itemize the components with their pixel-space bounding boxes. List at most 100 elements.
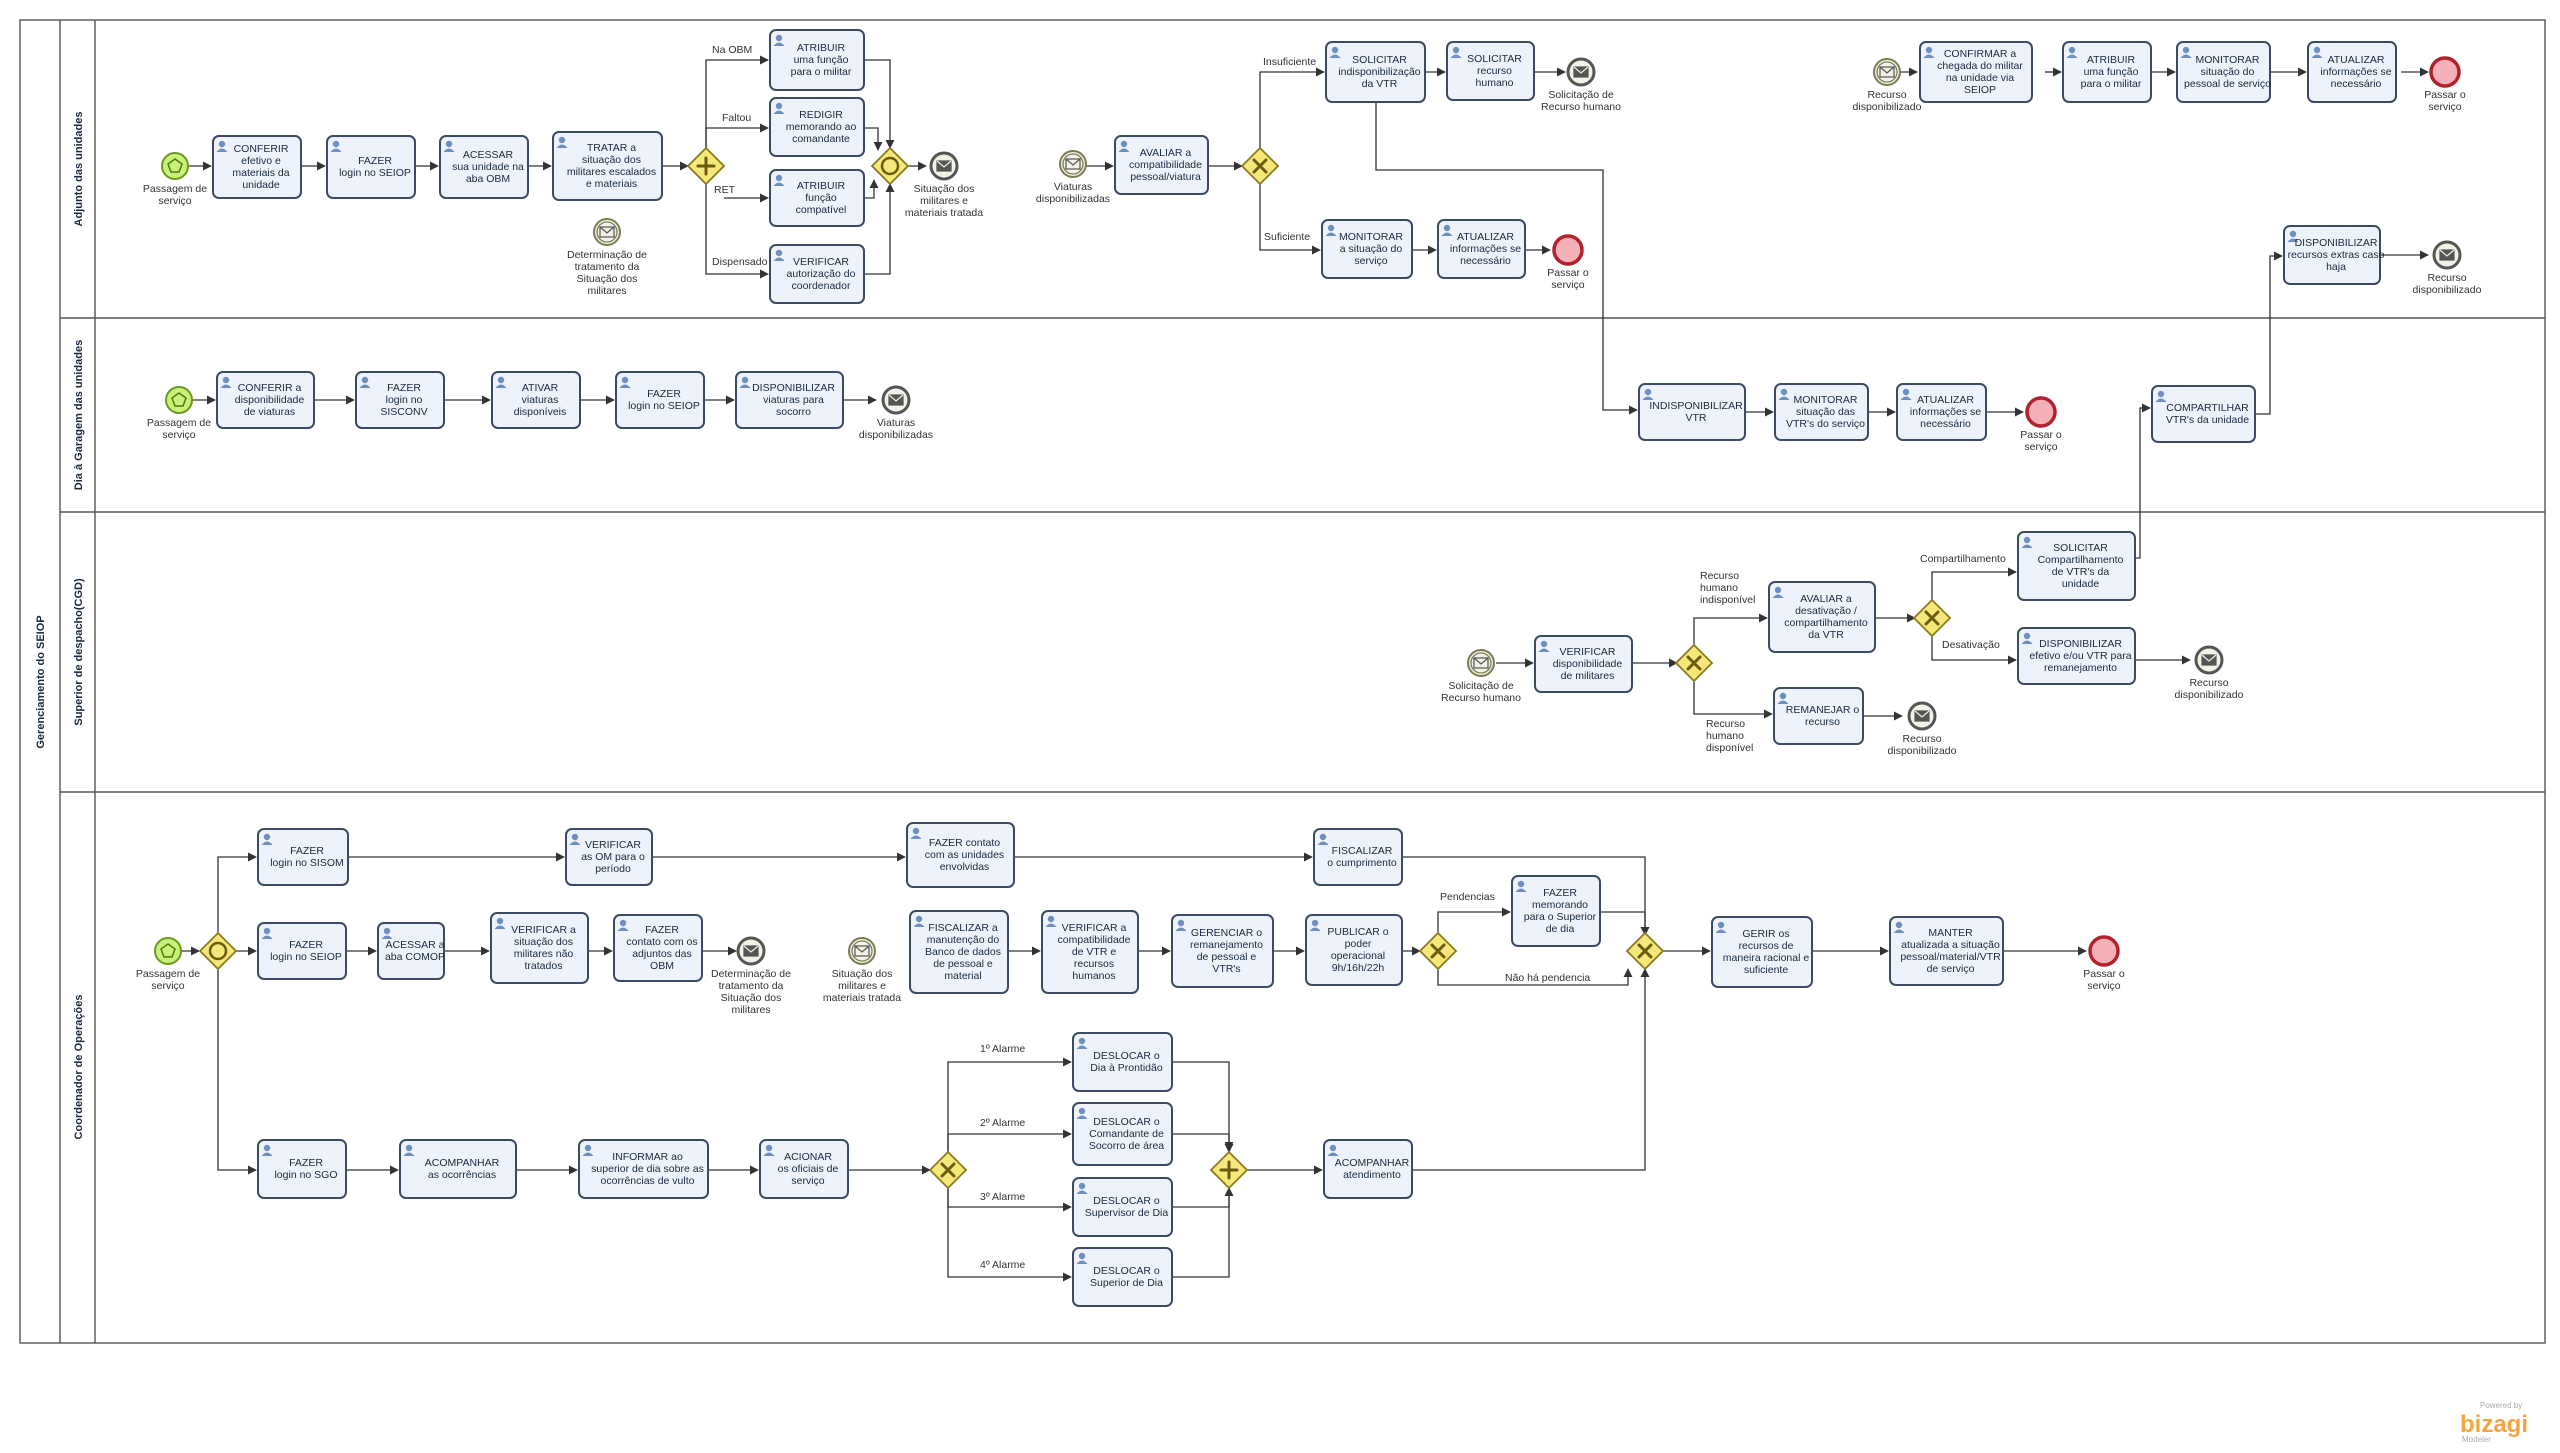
task-box[interactable] [2283, 225, 2381, 285]
gateway-exclusive[interactable] [928, 1150, 968, 1190]
task-box[interactable] [1446, 41, 1535, 101]
task-box[interactable] [1638, 383, 1746, 441]
task-box[interactable] [1072, 1032, 1173, 1092]
message-event-icon[interactable] [1467, 649, 1495, 677]
task-box[interactable] [769, 169, 865, 227]
task-box[interactable] [212, 135, 302, 199]
task-box[interactable] [2151, 385, 2256, 443]
task-box[interactable] [377, 922, 445, 980]
task-box[interactable] [769, 97, 865, 157]
task-box[interactable] [613, 914, 703, 982]
task-box[interactable] [1072, 1177, 1173, 1237]
task-box[interactable] [578, 1139, 709, 1199]
task-box[interactable] [1041, 910, 1139, 994]
task-box[interactable] [490, 912, 589, 984]
message-event-icon[interactable] [1873, 58, 1901, 86]
gateway-exclusive[interactable] [1625, 931, 1665, 971]
task-box[interactable] [909, 910, 1009, 994]
task-box[interactable] [355, 371, 445, 429]
start-event-icon[interactable] [154, 937, 182, 965]
task-box[interactable] [1072, 1102, 1173, 1166]
task-box[interactable] [769, 29, 865, 91]
end-event-icon[interactable] [1552, 234, 1584, 266]
task-box[interactable] [1774, 383, 1869, 441]
task-box[interactable] [2017, 627, 2136, 685]
task-box[interactable] [565, 828, 653, 886]
task-box[interactable] [1325, 41, 1426, 103]
gateway-exclusive[interactable] [1418, 931, 1458, 971]
task-box[interactable] [906, 822, 1015, 888]
task-box[interactable] [759, 1139, 849, 1199]
gateway-exclusive[interactable] [1912, 598, 1952, 638]
task-box[interactable] [2307, 41, 2397, 103]
task-box[interactable] [2062, 41, 2152, 103]
task-box[interactable] [1072, 1247, 1173, 1307]
end-event-icon[interactable] [2088, 935, 2120, 967]
task-box[interactable] [1321, 219, 1413, 279]
task-box[interactable] [1323, 1139, 1413, 1199]
task-box[interactable] [2017, 531, 2136, 601]
task-box[interactable] [1511, 875, 1601, 947]
task-box[interactable] [1305, 914, 1403, 986]
gateway-inclusive[interactable] [870, 146, 910, 186]
task-box[interactable] [1437, 219, 1526, 279]
task-box[interactable] [735, 371, 844, 429]
task-box[interactable] [216, 371, 315, 429]
task-box[interactable] [439, 135, 529, 199]
gateway-exclusive[interactable] [1240, 146, 1280, 186]
task-box[interactable] [491, 371, 581, 429]
task-box[interactable] [326, 135, 416, 199]
